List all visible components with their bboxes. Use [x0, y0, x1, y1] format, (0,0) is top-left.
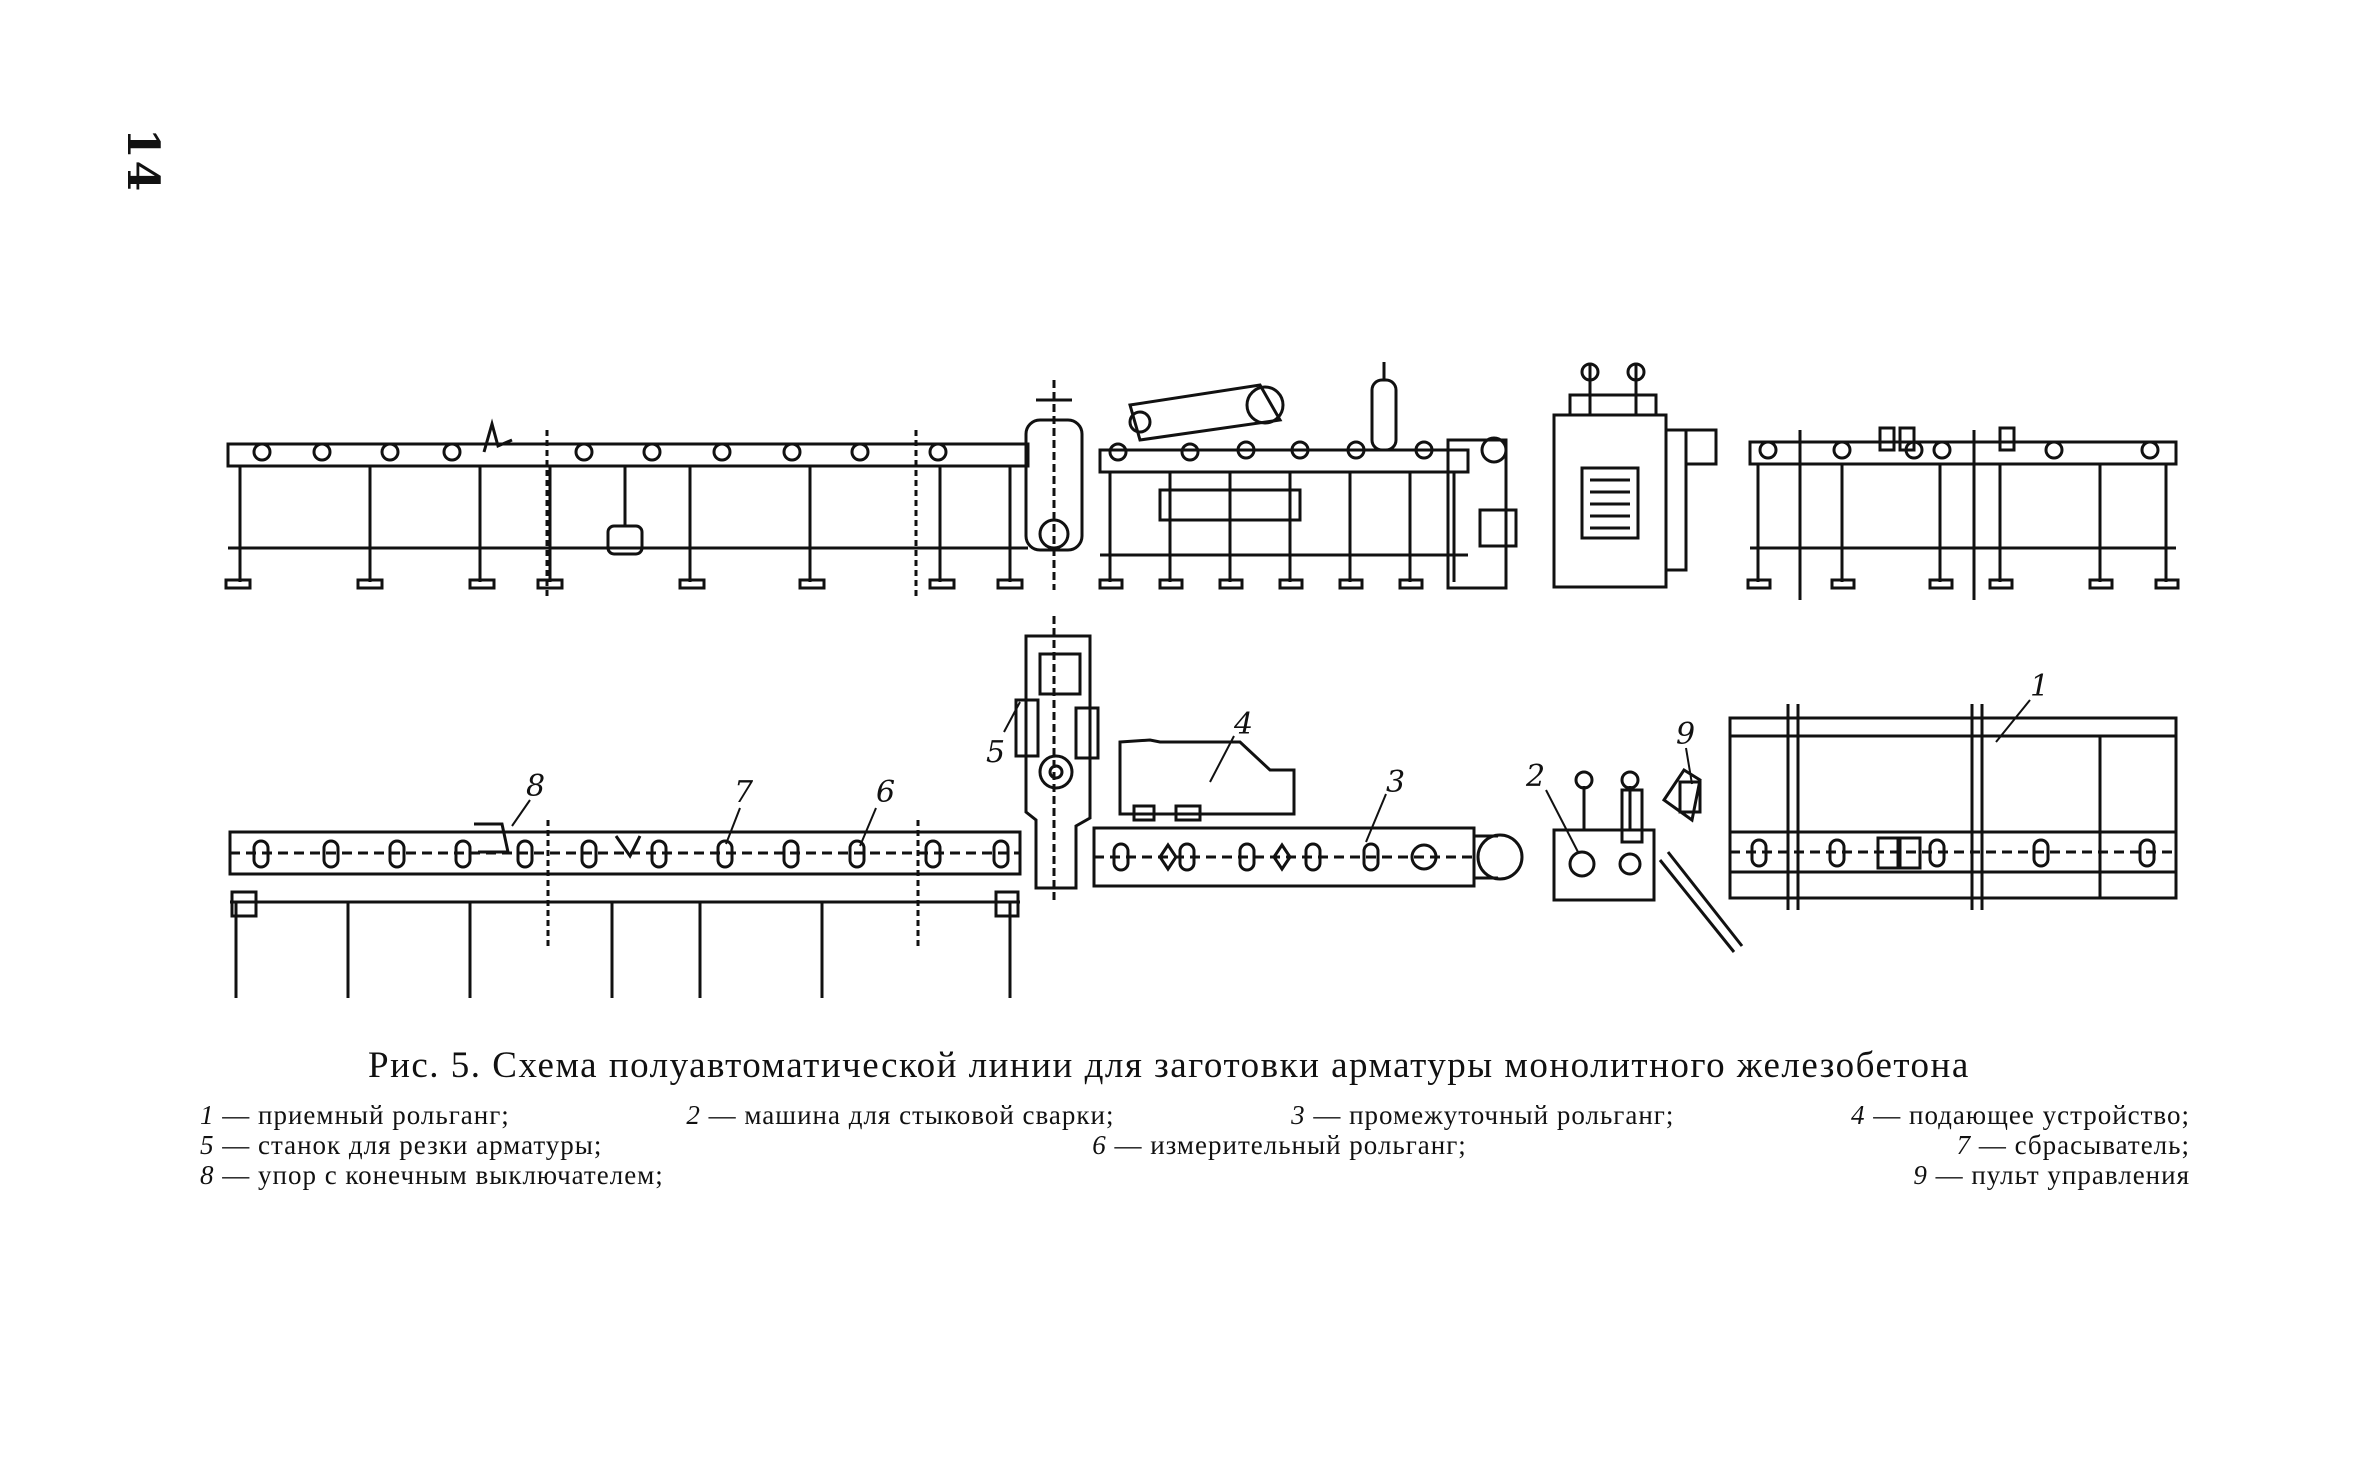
callout-6: 6 [876, 775, 895, 810]
legend-line-1: 1 — приемный рольганг; 2 — машина для ст… [200, 1100, 2190, 1130]
legend-item-9: 9 — пульт управления [1913, 1160, 2190, 1190]
callout-9: 9 [1676, 717, 1695, 752]
callout-2: 2 [1525, 759, 1545, 794]
legend-item-6: 6 — измерительный рольганг; [1092, 1130, 1467, 1160]
legend-line-3: 8 — упор с конечным выключателем; 9 — пу… [200, 1160, 2190, 1190]
elevation-welding-machine [1446, 362, 1718, 590]
production-line-drawing: 1 2 3 4 5 6 7 8 9 [224, 362, 2180, 998]
callout-leaders [511, 699, 2031, 853]
legend-line-2: 5 — станок для резки арматуры; 6 — измер… [200, 1130, 2190, 1160]
elevation-conveyor-b [1098, 362, 1470, 590]
legend-item-7: 7 — сбрасыватель; [1956, 1130, 2190, 1160]
plan-intermediate-conveyor [1092, 738, 1524, 888]
plan-welding-machine [1552, 767, 1744, 953]
legend-item-1: 1 — приемный рольганг; [200, 1100, 510, 1130]
legend-item-8: 8 — упор с конечным выключателем; [200, 1160, 664, 1190]
callout-8: 8 [526, 769, 545, 804]
callout-7: 7 [734, 775, 754, 810]
callout-3: 3 [1386, 765, 1405, 800]
plan-cutting-machine [1014, 616, 1100, 900]
plan-view [228, 616, 2178, 998]
figure-caption-title: Рис. 5. Схема полуавтоматической линии д… [368, 1045, 1970, 1086]
figure-legend: 1 — приемный рольганг; 2 — машина для ст… [200, 1100, 2190, 1190]
elevation-conveyor-c [1746, 426, 2180, 600]
legend-item-4: 4 — подающее устройство; [1851, 1100, 2190, 1130]
callout-1: 1 [2030, 669, 2049, 704]
plan-measuring-conveyor [228, 820, 1022, 998]
legend-item-2: 2 — машина для стыковой сварки; [686, 1100, 1115, 1130]
elevation-conveyor-a [224, 418, 1030, 600]
plan-receiving-conveyor [1728, 704, 2178, 910]
callout-4: 4 [1233, 707, 1253, 742]
legend-item-5: 5 — станок для резки арматуры; [200, 1130, 603, 1160]
legend-item-3: 3 — промежуточный рольганг; [1291, 1100, 1675, 1130]
elevation-view [224, 362, 2180, 600]
callout-5: 5 [986, 735, 1005, 770]
elevation-cutting-machine [1024, 380, 1084, 590]
